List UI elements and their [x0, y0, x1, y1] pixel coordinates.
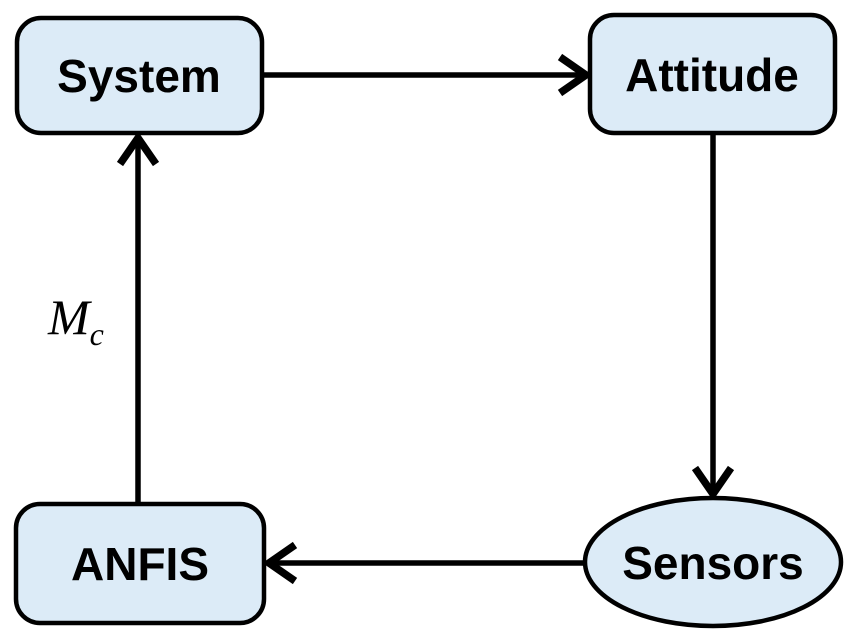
node-system-shape [14, 15, 265, 136]
node-attitude: Attitude [587, 12, 838, 136]
node-attitude-shape [587, 12, 838, 136]
node-system-label: System [57, 50, 221, 102]
node-anfis-label: ANFIS [71, 538, 209, 590]
edge-label-mc: Mc [47, 289, 104, 352]
node-system: System [14, 15, 265, 136]
node-sensors-label: Sensors [622, 537, 804, 589]
node-attitude-label: Attitude [625, 49, 799, 101]
node-sensors: Sensors [582, 495, 844, 629]
node-anfis-shape [13, 501, 267, 626]
node-anfis: ANFIS [13, 501, 267, 626]
edge-label-mc-base: M [47, 289, 92, 345]
edge-label-mc-subscript: c [90, 316, 104, 352]
node-sensors-shape [582, 495, 844, 629]
